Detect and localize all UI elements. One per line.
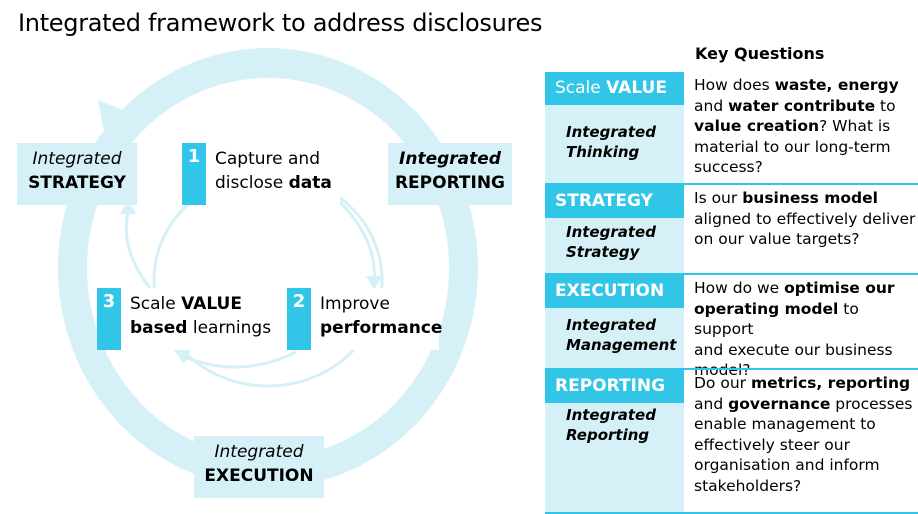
integrated-reporting-box: Integrated REPORTING [388,143,512,205]
question-emphasis: optimise our [784,279,895,297]
row-question: Is our business model aligned to effectiv… [694,188,918,250]
row-sublabel-line2: Thinking [566,143,640,161]
question-text: to support [694,299,859,339]
row-divider [545,273,918,275]
question-text: stakeholders? [694,476,802,495]
question-text: enable management to [694,415,876,433]
step-1-number: 1 [182,143,206,205]
step-1-line1: Capture and [215,149,320,169]
row-header-label: EXECUTION [555,281,665,301]
question-text: How do we [694,279,785,297]
step-1-line2-bold: data [288,173,332,193]
integrated-strategy-box: Integrated STRATEGY [17,143,137,205]
question-emphasis: waste, energy [774,76,899,94]
integrated-strategy-line1: Integrated [32,149,122,169]
question-text: to [875,96,896,115]
inner-arrow-1-2 [336,198,376,283]
question-text: organisation and inform [694,456,880,474]
inner-arrow-2-3 [181,350,297,369]
row-header-prefix: Scale [555,78,607,98]
step-1-line2-pre: disclose [215,173,289,193]
step-1-capture-data: 1 Capture and disclose data [182,143,340,205]
row-sublabel-line1: Integrated [566,316,656,334]
integrated-strategy-line2: STRATEGY [28,173,126,193]
question-text: model? [694,361,751,379]
integrated-reporting-line1: Integrated [399,149,501,169]
row-sublabel-line1: Integrated [566,406,656,424]
step-3-line2-post: learnings [187,318,272,338]
row-sublabel-line2: Strategy [566,243,640,261]
arrow-to-execution-icon [168,430,194,470]
question-text: ? What is [819,117,891,135]
integrated-execution-line2: EXECUTION [204,466,314,486]
integrated-reporting-line2: REPORTING [394,173,506,193]
row-sublabel-line2: Reporting [566,426,650,444]
row-header: EXECUTION [545,275,684,308]
row-divider [545,368,918,370]
key-questions-header: Key Questions [695,44,825,63]
question-text: material to our long-term [694,137,891,156]
question-text: processes [830,394,913,413]
row-header-label: REPORTING [555,376,666,396]
step-3-line1-pre: Scale [130,294,182,314]
row-question: How does waste, energy and water contribu… [694,75,918,178]
row-header-label: STRATEGY [555,191,653,211]
row-header: Scale VALUE [545,72,684,105]
step-2-line2-bold: performance [320,318,443,338]
question-text: and [694,394,729,413]
integrated-execution-line1: Integrated [214,442,304,462]
question-text: success? [694,158,763,176]
step-3-text: Scale VALUE based learnings [130,292,271,340]
arrow-to-strategy-icon [98,100,128,132]
row-header-label: VALUE [606,78,667,98]
row-header: STRATEGY [545,185,684,218]
question-text: Do our [694,374,751,392]
question-emphasis: operating model [694,299,839,318]
question-text: aligned to effectively deliver [694,209,916,228]
question-emphasis: governance [728,394,831,413]
inner-arrow-3-strategy-head-icon [120,200,136,214]
row-sublabel-line1: Integrated [566,223,656,241]
step-3-line2-bold: based [130,318,188,338]
row-header: REPORTING [545,370,684,403]
row-divider [545,512,918,514]
question-text: on our value targets? [694,230,860,248]
step-2-line1: Improve [320,294,390,314]
integrated-execution-box: Integrated EXECUTION [194,436,324,498]
inner-arrow-3-strategy [124,211,152,289]
question-emphasis: water contribute [728,96,876,115]
step-3-line1-bold: VALUE [181,294,242,314]
row-sublabel-line2: Management [566,336,677,354]
inner-arrow-2-3-head-icon [174,348,192,364]
question-text: and [694,96,729,115]
row-divider [545,183,918,185]
question-text: Is our [694,189,743,207]
step-3-number: 3 [97,288,121,350]
step-2-text: Improve performance [320,292,442,340]
question-text: How does [694,76,775,94]
question-emphasis: value creation [694,117,820,135]
step-2-improve-performance: 2 Improve performance [287,288,442,350]
question-emphasis: metrics, reporting [750,374,911,392]
row-sublabel-line1: Integrated [566,123,656,141]
row-question: How do we optimise our operating model to… [694,278,918,381]
question-text: effectively steer our [694,435,850,454]
step-1-text: Capture and disclose data [215,147,332,195]
question-text: and execute our business [694,340,893,359]
question-emphasis: business model [742,189,878,207]
inner-arrow-1-2-head-icon [366,276,382,290]
step-3-scale-value: 3 Scale VALUE based learnings [97,288,271,350]
page-title: Integrated framework to address disclosu… [18,9,543,37]
step-2-number: 2 [287,288,311,350]
